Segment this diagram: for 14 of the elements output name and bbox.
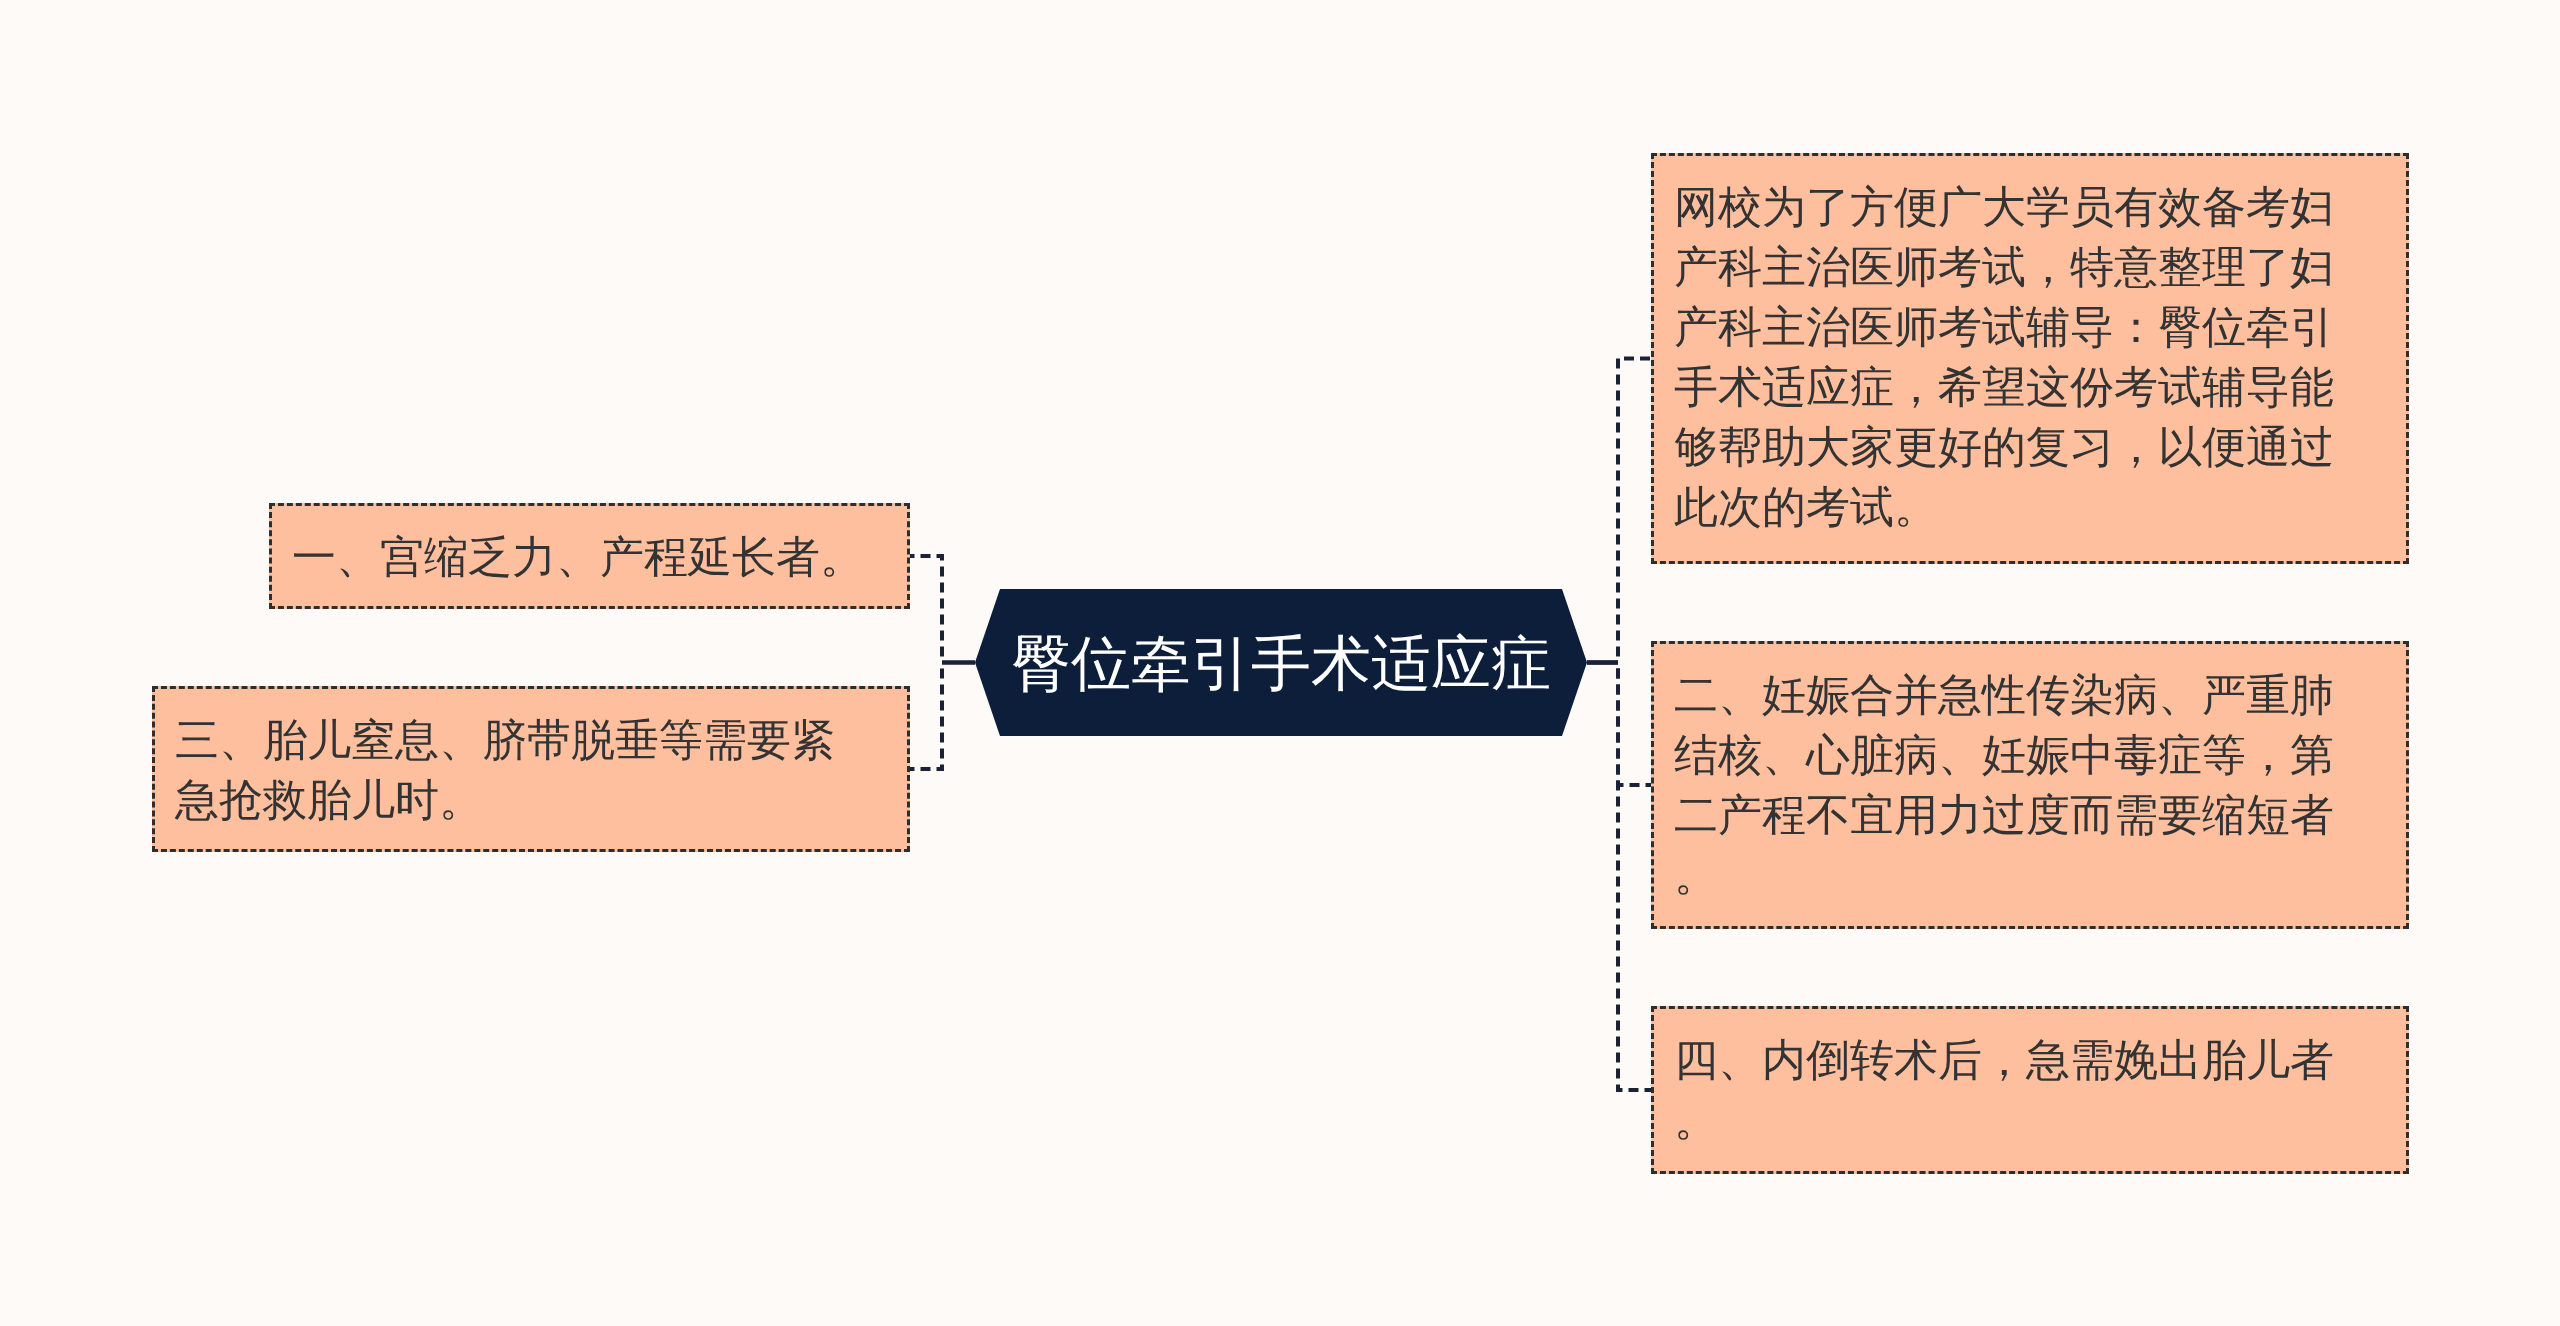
connector-line — [910, 660, 975, 771]
topic-box — [152, 686, 910, 852]
central-topic-text: 臀位牵引手术适应症 — [1011, 627, 1551, 698]
topic-text: 二、妊娠合并急性传染病、严重肺结核、心脏病、妊娠中毒症等，第二产程不宜用力过度而需要缩短者。 — [1674, 668, 2335, 902]
topic-text: 一、宫缩乏力、产程延长者。 — [292, 530, 865, 584]
connector-line — [1587, 660, 1651, 1092]
topic-text: 网校为了方便广大学员有效备考妇产科主治医师考试，特意整理了妇产科主治医师考试辅导：臀位牵引手术适应症，希望这份考试辅导能够帮助大家更好的复习，以便通过此次的考试。 — [1674, 180, 2335, 534]
central-topic-hexagon — [975, 589, 1587, 736]
topic-box — [269, 503, 910, 609]
topic-box — [1651, 1006, 2409, 1174]
topic-box — [1651, 153, 2409, 564]
topic-text: 四、内倒转术后，急需娩出胎儿者。 — [1674, 1033, 2335, 1147]
topic-box — [1651, 641, 2409, 929]
topic-text: 三、胎儿窒息、脐带脱垂等需要紧急抢救胎儿时。 — [175, 713, 836, 827]
